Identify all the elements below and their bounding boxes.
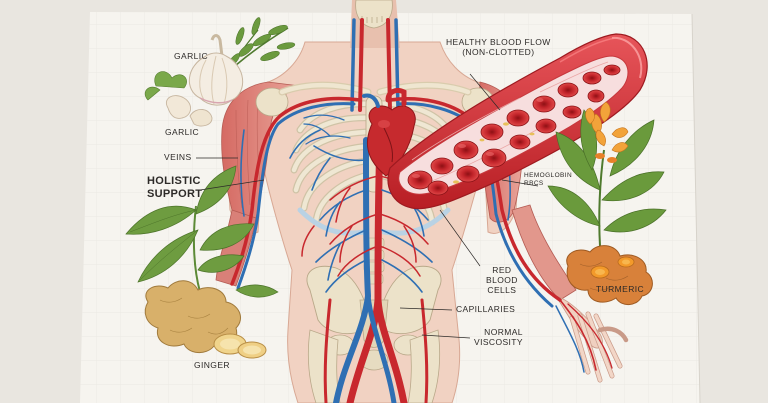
turmeric-flower (585, 101, 629, 163)
label-red-blood-cells: RED BLOOD CELLS (486, 265, 518, 295)
red-blood-cells (407, 64, 621, 196)
label-capillaries: CAPILLARIES (456, 304, 516, 314)
label-hemoglobin-rbcs: HEMOGLOBIN RBCs (524, 172, 573, 187)
garlic-cloves (166, 95, 213, 127)
heart (362, 87, 416, 177)
label-healthy-blood-flow: HEALTHY BLOOD FLOW (NON-CLOTTED) (446, 37, 551, 57)
turmeric-root (566, 245, 653, 305)
magnified-blood-vessel (387, 33, 648, 210)
label-garlic-bottom: GARLIC (165, 127, 200, 137)
label-veins: VEINS (164, 152, 192, 162)
label-turmeric: TURMERIC (596, 284, 645, 294)
label-holistic-support: HOLISTIC SUPPORT (147, 175, 203, 200)
turmeric-plant (547, 101, 667, 247)
leader-lines (196, 73, 539, 339)
ginger-plant (125, 165, 279, 298)
label-normal-viscosity: NORMAL VISCOSITY (474, 327, 523, 347)
garlic-bulb (188, 34, 244, 106)
parsley-leaves (144, 71, 187, 101)
label-ginger: GINGER (194, 360, 230, 370)
ginger-root (144, 280, 267, 359)
label-garlic-top: GARLIC (174, 51, 209, 61)
